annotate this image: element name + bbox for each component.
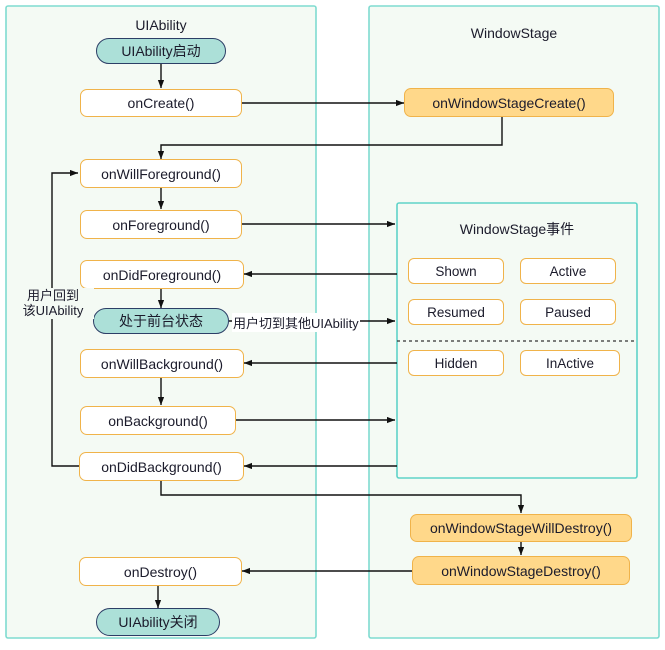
- event-chip-active: Active: [520, 258, 616, 284]
- node-on-window-stage-will-destroy: onWindowStageWillDestroy(): [410, 514, 632, 542]
- node-on-background: onBackground(): [80, 406, 236, 435]
- node-on-foreground: onForeground(): [80, 210, 242, 239]
- node-on-window-stage-destroy: onWindowStageDestroy(): [412, 556, 630, 585]
- node-uiability-start: UIAbility启动: [96, 38, 226, 64]
- node-uiability-end: UIAbility关闭: [96, 608, 220, 636]
- event-chip-inactive: InActive: [520, 350, 620, 376]
- panel-title-uiability: UIAbility: [135, 17, 187, 33]
- event-chip-shown: Shown: [408, 258, 504, 284]
- node-on-window-stage-create: onWindowStageCreate(): [404, 88, 614, 117]
- event-chip-hidden: Hidden: [408, 350, 504, 376]
- node-on-will-background: onWillBackground(): [80, 349, 244, 378]
- edge-label-return-line-1: 用户回到: [26, 288, 79, 303]
- node-on-did-background: onDidBackground(): [79, 452, 244, 481]
- node-foreground-state: 处于前台状态: [93, 308, 229, 334]
- events-box-title: WindowStage事件: [459, 221, 575, 237]
- node-on-create: onCreate(): [80, 89, 242, 117]
- panel-title-windowstage: WindowStage: [470, 25, 558, 41]
- event-chip-resumed: Resumed: [408, 299, 504, 325]
- edge-label-return-line-2: 该UIAbility: [22, 303, 84, 319]
- edge-label-return-to-ability: 用户回到 该UIAbility: [12, 288, 94, 319]
- node-on-destroy: onDestroy(): [79, 557, 242, 586]
- node-on-did-foreground: onDidForeground(): [80, 260, 244, 289]
- edge-label-switch-to-other: 用户切到其他UIAbility: [232, 313, 360, 332]
- event-chip-paused: Paused: [520, 299, 616, 325]
- node-on-will-foreground: onWillForeground(): [80, 159, 242, 188]
